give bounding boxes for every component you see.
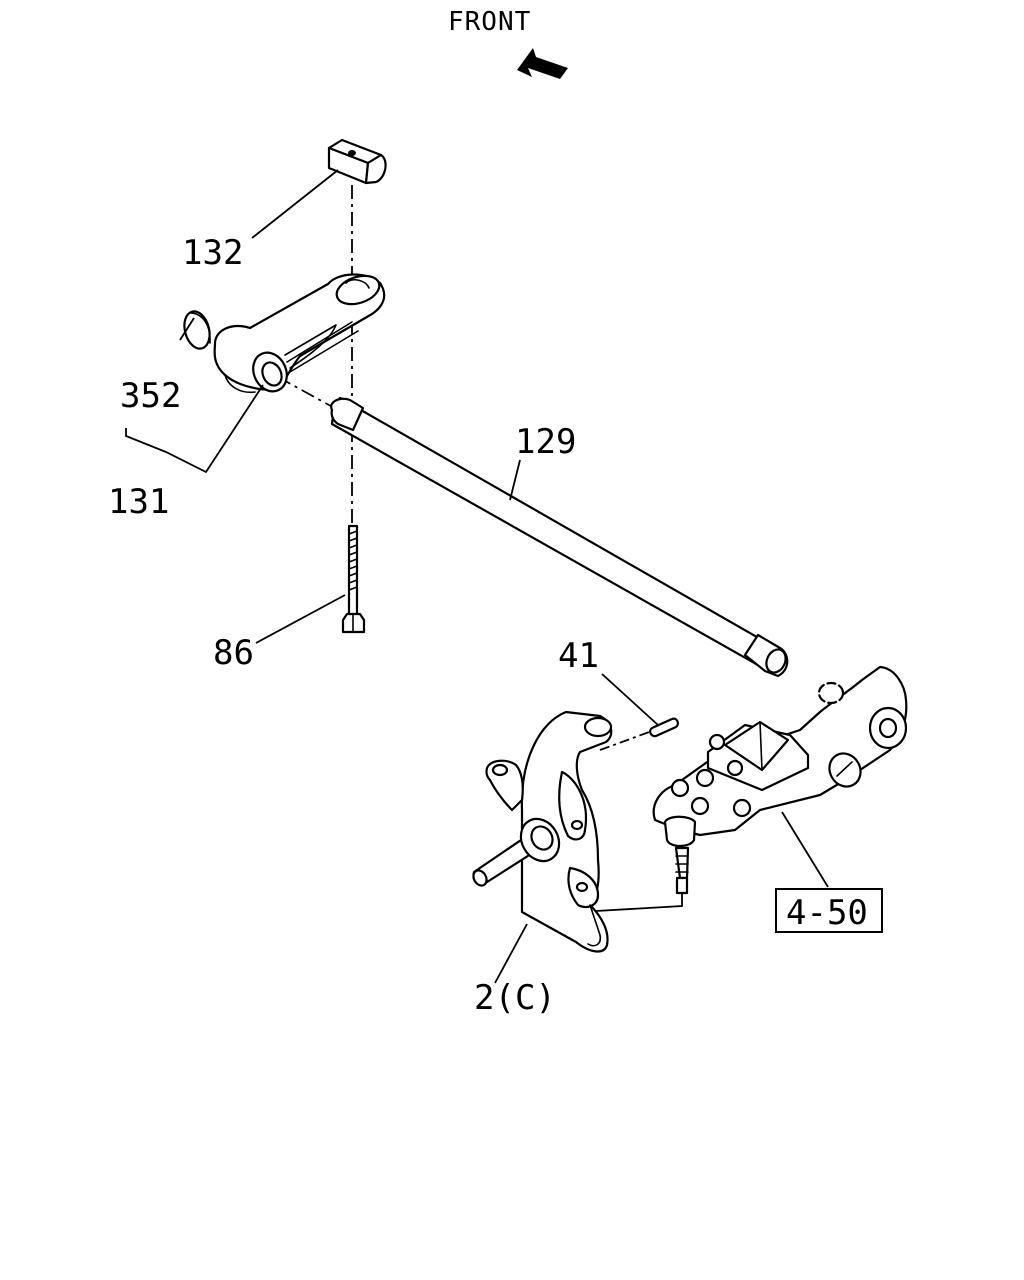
leader-131 — [125, 384, 264, 474]
callout-129[interactable]: 129 — [515, 422, 576, 462]
front-arrow-icon — [517, 48, 568, 79]
part-86-bolt[interactable] — [341, 524, 366, 634]
callout-131[interactable]: 131 — [108, 482, 169, 522]
callout-2c[interactable]: 2(C) — [474, 978, 556, 1018]
callout-4-50[interactable]: 4-50 — [786, 893, 868, 933]
leader-4-50 — [781, 811, 829, 888]
part-4-50-lower-arm[interactable] — [652, 665, 908, 895]
part-131-arm[interactable] — [213, 271, 386, 397]
leader-132 — [251, 169, 339, 239]
leader-2c — [494, 923, 528, 984]
part-41-pin[interactable] — [599, 717, 679, 751]
leader-86 — [255, 594, 346, 644]
front-label: FRONT — [448, 7, 531, 37]
leader-129 — [509, 459, 521, 501]
part-132-bushing[interactable] — [327, 138, 387, 185]
callout-41[interactable]: 41 — [558, 636, 599, 676]
balljoint-connector — [595, 893, 683, 912]
callout-132[interactable]: 132 — [182, 233, 243, 273]
leader-41 — [601, 673, 659, 726]
leader-352 — [179, 317, 195, 341]
part-352-cap[interactable] — [180, 309, 213, 352]
callout-4-50-box — [775, 888, 883, 933]
callout-352[interactable]: 352 — [120, 376, 181, 416]
callout-86[interactable]: 86 — [213, 633, 254, 673]
part-129-torsion-bar[interactable] — [330, 396, 789, 678]
assembly-axis-bar — [277, 376, 339, 411]
part-2c-knuckle[interactable] — [471, 710, 613, 953]
